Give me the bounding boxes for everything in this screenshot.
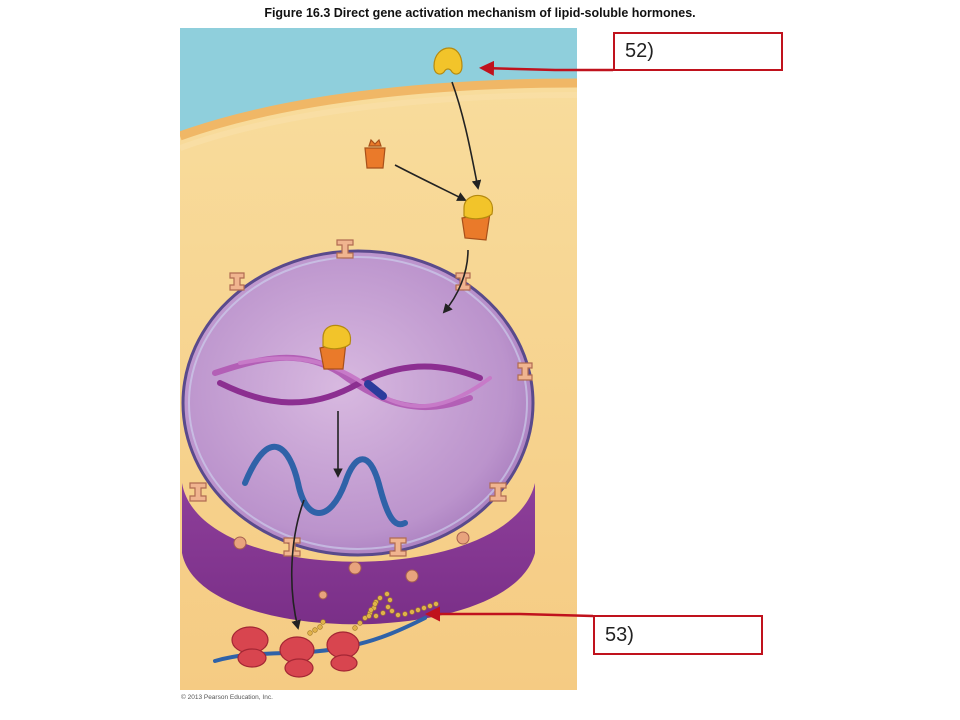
nuclear-pore-icon — [318, 590, 328, 600]
plasma-membrane — [180, 78, 577, 141]
arrow-receptor-binds — [394, 164, 467, 201]
copyright-notice: © 2013 Pearson Education, Inc. — [181, 694, 273, 701]
nuclear-pore-icon — [233, 536, 247, 550]
nuclear-wall — [182, 483, 535, 625]
receptor-icon — [364, 138, 386, 169]
arrow-complex-to-nucleus — [442, 249, 469, 314]
dna-helix — [212, 354, 492, 411]
envelope-pore-icon — [336, 239, 354, 259]
envelope-pore-icon — [517, 362, 533, 381]
envelope-pore-icon — [229, 272, 245, 291]
nuclear-pore-icon — [456, 531, 470, 545]
polypeptide-chain — [307, 619, 326, 636]
label-box-52[interactable]: 52) — [613, 32, 783, 71]
arrow-to-ribosomes — [290, 499, 305, 630]
folded-protein — [366, 591, 439, 619]
arrow-hormone-diffuses — [451, 81, 482, 190]
nuclear-pore-icon — [405, 569, 419, 583]
hormone-receptor-complex-icon — [461, 194, 494, 241]
envelope-pore-icon — [489, 482, 507, 502]
mrna-strand — [242, 443, 408, 528]
bound-complex-icon — [319, 324, 352, 370]
envelope-pore-icon — [189, 482, 207, 502]
ribosome-icon — [326, 631, 360, 659]
label-52-text: 52) — [625, 40, 654, 62]
envelope-pore-icon — [455, 272, 471, 291]
nuclear-pore-icon — [348, 561, 362, 575]
label-box-53[interactable]: 53) — [593, 615, 763, 655]
envelope-pore-icon — [389, 537, 407, 557]
cell-diagram — [180, 28, 577, 690]
envelope-pore-icon — [283, 537, 301, 557]
figure-title: Figure 16.3 Direct gene activation mecha… — [264, 6, 696, 20]
label-53-text: 53) — [605, 623, 634, 646]
nucleus — [183, 251, 533, 555]
hormone-icon — [433, 47, 463, 75]
